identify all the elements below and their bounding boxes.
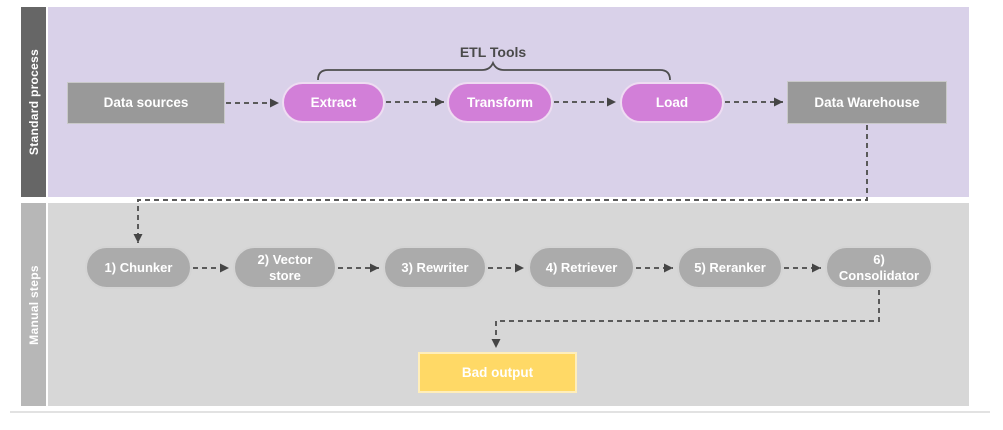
node-bad-output: Bad output [418, 352, 577, 393]
node-vector-store-label: 2) Vector store [257, 252, 313, 283]
node-extract: Extract [282, 82, 385, 123]
node-rewriter-label: 3) Rewriter [401, 259, 469, 275]
node-load-label: Load [655, 94, 689, 110]
node-transform: Transform [447, 82, 553, 123]
lane-bar-standard-process: Standard process [21, 7, 46, 197]
node-data-sources: Data sources [67, 82, 225, 124]
node-consolidator-label: 6) Consolidator [838, 252, 920, 283]
node-load: Load [620, 82, 724, 123]
node-extract-label: Extract [310, 94, 357, 110]
node-transform-label: Transform [466, 94, 534, 110]
node-retriever: 4) Retriever [528, 246, 635, 289]
node-reranker: 5) Reranker [677, 246, 783, 289]
node-rewriter: 3) Rewriter [383, 246, 487, 289]
lane-label-manual-steps: Manual steps [26, 264, 41, 345]
node-vector-store: 2) Vector store [233, 246, 337, 289]
node-retriever-label: 4) Retriever [545, 259, 618, 275]
bottom-separator-line [10, 411, 990, 413]
node-reranker-label: 5) Reranker [694, 259, 766, 275]
lane-bar-manual-steps: Manual steps [21, 203, 46, 406]
node-bad-output-label: Bad output [461, 364, 534, 380]
node-data-warehouse: Data Warehouse [787, 81, 947, 124]
node-consolidator: 6) Consolidator [825, 246, 933, 289]
node-chunker-label: 1) Chunker [104, 259, 173, 275]
node-data-warehouse-label: Data Warehouse [814, 94, 920, 110]
lane-label-standard-process: Standard process [26, 48, 41, 156]
node-chunker: 1) Chunker [85, 246, 192, 289]
node-data-sources-label: Data sources [103, 95, 189, 111]
etl-tools-label: ETL Tools [459, 44, 527, 60]
